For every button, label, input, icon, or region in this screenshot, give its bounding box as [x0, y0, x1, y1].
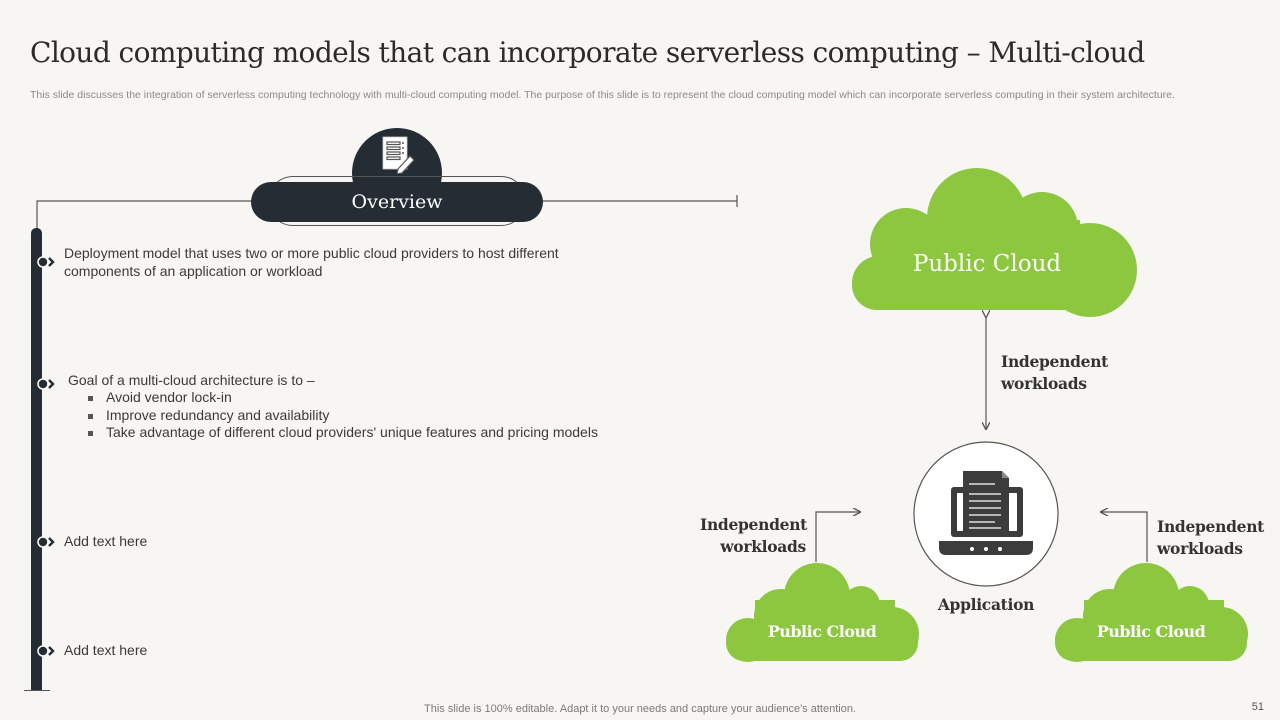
goal-sub-item: Avoid vendor lock-in	[64, 389, 664, 407]
top-public-cloud	[852, 168, 1137, 317]
slide-footer: This slide is 100% editable. Adapt it to…	[424, 703, 856, 715]
document-edit-icon	[382, 136, 415, 174]
page-number: 51	[1251, 701, 1264, 713]
slide-title: Cloud computing models that can incorpor…	[30, 36, 1145, 69]
application-label: Application	[937, 595, 1035, 614]
slide-subtitle: This slide discusses the integration of …	[30, 89, 1175, 101]
right-public-cloud	[1055, 563, 1248, 662]
overview-heading: Overview	[251, 182, 543, 222]
timeline-bar	[31, 228, 42, 691]
bullet-icon	[37, 378, 55, 390]
overview-item-2: Goal of a multi-cloud architecture is to…	[64, 371, 664, 442]
right-workload-label: Independent workloads	[1157, 517, 1265, 558]
bullet-icon	[37, 256, 55, 268]
overview-item-2-text: Goal of a multi-cloud architecture is to…	[68, 372, 315, 388]
overview-connector-lines	[36, 195, 738, 230]
bullet-icon	[37, 536, 55, 548]
left-workload-label: Independent workloads	[700, 515, 808, 556]
left-public-cloud	[726, 563, 919, 662]
timeline-base	[24, 690, 50, 691]
overview-item-3: Add text here	[64, 533, 148, 549]
top-cloud-label: Public Cloud	[912, 251, 1062, 277]
overview-item-4: Add text here	[64, 642, 148, 658]
left-workload-arrow	[815, 512, 860, 562]
overview-heading-text: Overview	[351, 191, 443, 213]
bullet-icon	[37, 645, 55, 657]
left-cloud-label: Public Cloud	[767, 622, 877, 641]
goal-sub-list: Avoid vendor lock-in Improve redundancy …	[64, 389, 664, 442]
laptop-document-icon	[939, 471, 1033, 555]
goal-sub-item: Take advantage of different cloud provid…	[64, 424, 664, 442]
right-workload-arrow	[1101, 512, 1148, 562]
top-workload-label: Independent workloads	[1001, 352, 1109, 393]
right-cloud-label: Public Cloud	[1096, 622, 1206, 641]
goal-sub-item: Improve redundancy and availability	[64, 407, 664, 425]
overview-item-1: Deployment model that uses two or more p…	[64, 245, 559, 279]
